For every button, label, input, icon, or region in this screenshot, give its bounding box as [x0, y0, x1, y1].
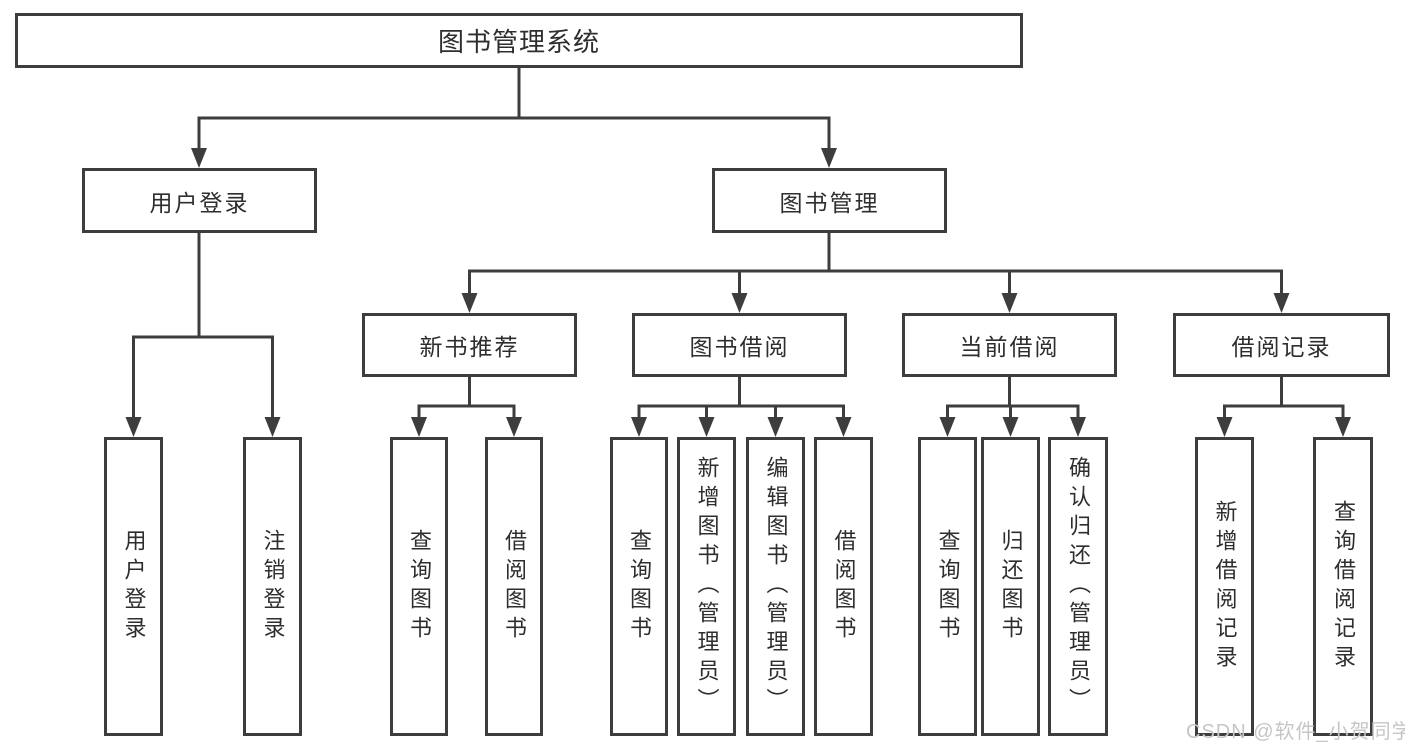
leaf-add-borrow-record: 新增借阅记录 [1195, 437, 1254, 736]
connector-current-borrow-split [939, 377, 1086, 437]
node-current-borrowing: 当前借阅 [902, 313, 1117, 377]
node-borrowing-records: 借阅记录 [1173, 313, 1390, 377]
node-user-login-label: 用户登录 [149, 189, 250, 216]
leaf-add-borrow-record-label: 新增借阅记录 [1212, 499, 1238, 674]
node-book-management: 图书管理 [712, 168, 947, 233]
leaf-return-books-label: 归还图书 [998, 528, 1024, 645]
leaf-user-login: 用户登录 [104, 437, 163, 736]
leaf-return-books: 归还图书 [981, 437, 1040, 736]
leaf-logout: 注销登录 [243, 437, 302, 736]
node-book-management-label: 图书管理 [779, 189, 880, 216]
leaf-add-books-admin-label: 新增图书（管理员） [694, 456, 720, 717]
leaf-query-books-recommend-label: 查询图书 [407, 528, 432, 645]
leaf-query-books-current: 查询图书 [918, 437, 977, 736]
connector-root-to-level2 [191, 68, 837, 168]
leaf-edit-books-admin-label: 编辑图书（管理员） [763, 456, 789, 717]
leaf-query-books-current-label: 查询图书 [935, 528, 961, 645]
leaf-query-borrow-record-label: 查询借阅记录 [1331, 499, 1356, 674]
leaf-confirm-return-admin-label: 确认归还（管理员） [1066, 456, 1091, 717]
leaf-add-books-admin: 新增图书（管理员） [677, 437, 736, 736]
connector-new-book-split [411, 377, 522, 437]
connector-user-login-split [125, 233, 281, 437]
leaf-user-login-label: 用户登录 [121, 528, 147, 645]
watermark: CSDN @软件_小贺同学 [1186, 721, 1405, 743]
node-root-label: 图书管理系统 [437, 27, 600, 57]
node-new-book-recommend: 新书推荐 [362, 313, 577, 377]
leaf-edit-books-admin: 编辑图书（管理员） [746, 437, 805, 736]
node-new-book-recommend-label: 新书推荐 [419, 334, 520, 360]
node-root: 图书管理系统 [15, 13, 1023, 68]
leaf-logout-label: 注销登录 [260, 528, 286, 645]
leaf-borrow-books-recommend-label: 借阅图书 [502, 528, 527, 645]
connector-borrow-record-split [1216, 377, 1351, 437]
connector-book-borrow-split [631, 377, 852, 437]
leaf-query-borrow-record: 查询借阅记录 [1313, 437, 1373, 736]
leaf-query-books-borrow: 查询图书 [610, 437, 668, 736]
leaf-confirm-return-admin: 确认归还（管理员） [1048, 437, 1108, 736]
leaf-query-books-borrow-label: 查询图书 [627, 528, 652, 645]
node-book-borrowing-label: 图书借阅 [689, 334, 790, 360]
leaf-borrow-books-recommend: 借阅图书 [485, 437, 543, 736]
node-borrowing-records-label: 借阅记录 [1231, 334, 1332, 360]
node-current-borrowing-label: 当前借阅 [959, 334, 1060, 360]
connector-book-management-to-level3 [461, 233, 1290, 313]
node-book-borrowing: 图书借阅 [632, 313, 847, 377]
leaf-query-books-recommend: 查询图书 [390, 437, 448, 736]
leaf-borrow-books-label: 借阅图书 [831, 528, 857, 645]
node-user-login: 用户登录 [82, 168, 317, 233]
leaf-borrow-books: 借阅图书 [814, 437, 873, 736]
